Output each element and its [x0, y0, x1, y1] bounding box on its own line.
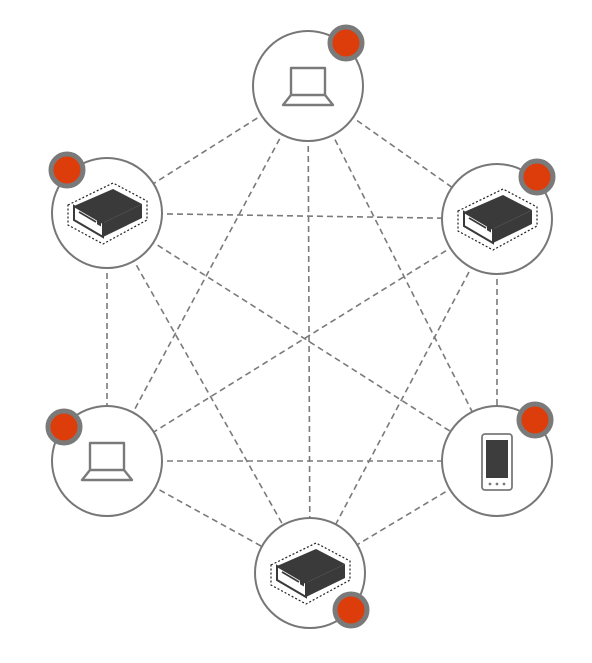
edge-upper-right-bottom	[309, 218, 498, 574]
nodes-layer	[45, 24, 556, 629]
edge-top-lower-left	[106, 85, 309, 462]
status-badge	[332, 591, 370, 629]
status-badge	[516, 401, 554, 439]
node-bottom[interactable]	[254, 517, 370, 629]
node-lower-right[interactable]	[441, 401, 554, 517]
edge-upper-right-lower-left	[106, 218, 498, 462]
server-icon	[67, 182, 148, 245]
node-upper-left[interactable]	[48, 151, 163, 269]
node-lower-left[interactable]	[45, 405, 163, 517]
phone-icon	[481, 433, 513, 491]
edge-upper-left-upper-right	[106, 212, 498, 220]
edge-top-bottom	[307, 85, 311, 574]
node-top[interactable]	[252, 24, 365, 142]
server-icon	[457, 188, 538, 251]
server-icon	[270, 542, 351, 605]
node-circle	[252, 30, 364, 142]
node-upper-right[interactable]	[441, 158, 556, 275]
laptop-icon	[281, 66, 335, 107]
laptop-icon	[80, 441, 134, 482]
status-badge	[48, 151, 86, 189]
status-badge	[327, 24, 365, 62]
status-badge	[45, 408, 83, 446]
edge-upper-left-bottom	[106, 212, 311, 574]
edge-upper-left-lower-right	[106, 212, 498, 462]
edges-layer	[106, 85, 498, 574]
status-badge	[518, 158, 556, 196]
